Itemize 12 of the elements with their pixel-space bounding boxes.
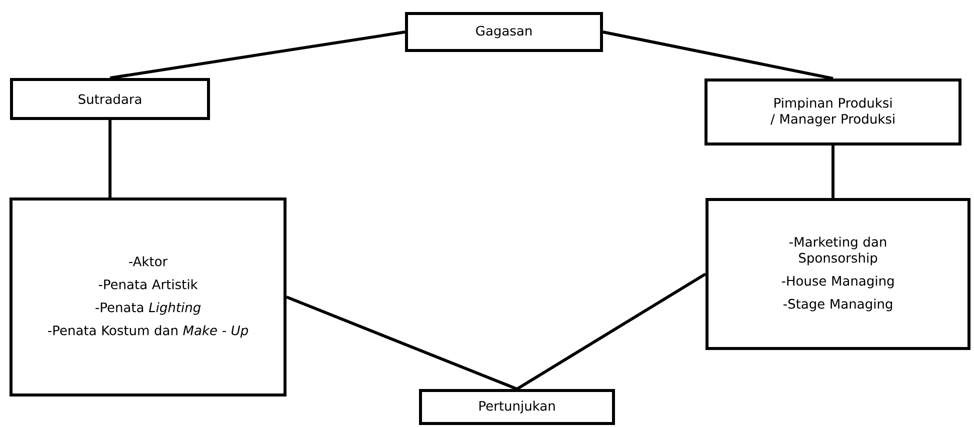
connector-line	[286, 296, 518, 390]
connector-line	[108, 120, 112, 198]
production-manager-box: Pimpinan Produksi / Manager Produksi	[704, 78, 962, 146]
director-box: Sutradara	[10, 78, 210, 120]
connector-line	[516, 272, 706, 390]
connector-line	[602, 30, 834, 80]
list-box: -Aktor -Penata Artistik -Penata Lighting -Penata Kostum dan Make - Up	[10, 198, 286, 396]
connector-line	[110, 30, 406, 80]
connector-line	[832, 146, 834, 198]
list-box: -Marketing dan Sponsorship -House Managing -Stage Managing	[706, 198, 970, 350]
performance-box: Pertunjukan	[419, 389, 615, 425]
concept-box: Gagasan	[405, 12, 603, 52]
